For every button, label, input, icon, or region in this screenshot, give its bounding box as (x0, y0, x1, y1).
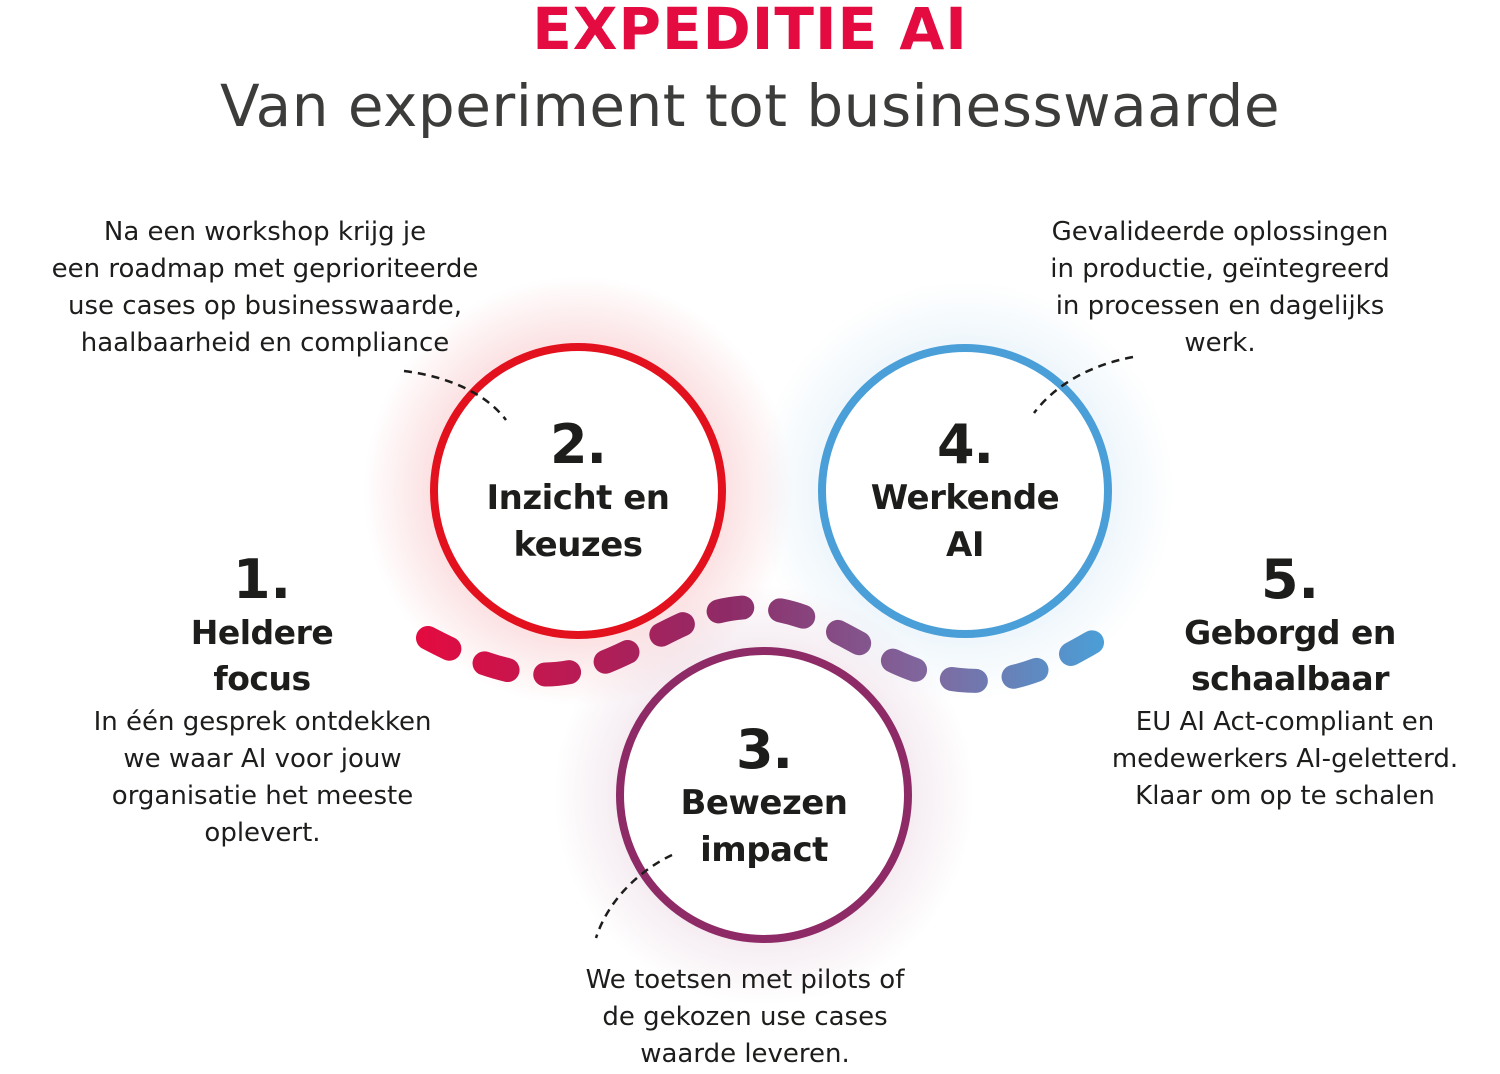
step2-callout-line (403, 369, 507, 421)
step4-title-line1: Werkende (870, 478, 1060, 518)
step4-title-line2: AI (946, 525, 984, 565)
step4-label: 4. Werkende AI (835, 415, 1095, 569)
step2-description: Na een workshop krijg je een roadmap met… (51, 217, 479, 358)
step3-callout-line (594, 853, 673, 939)
step4-callout-line (1033, 355, 1134, 414)
step3-ring (616, 647, 912, 943)
step1-number: 1. (232, 548, 292, 611)
step5-description: EU AI Act-compliant en medewerkers AI-ge… (1111, 707, 1459, 811)
step5-number: 5. (1260, 548, 1320, 611)
step3-title-line1: Bewezen (680, 783, 849, 823)
step5-label: 5. Geborgd en schaalbaar (1110, 550, 1470, 702)
step3-number: 3. (735, 718, 793, 781)
step3-description: We toetsen met pilots of de gekozen use … (585, 965, 905, 1069)
step4-number: 4. (936, 413, 994, 476)
step1-title-line1: Heldere (190, 613, 334, 652)
step2-title-line1: Inzicht en (486, 478, 670, 518)
step2-label: 2. Inzicht en keuzes (448, 415, 708, 569)
step4-ring (818, 344, 1112, 638)
step2-title-line2: keuzes (513, 525, 643, 565)
step5-title-line2: schaalbaar (1191, 659, 1389, 698)
page-title: EXPEDITIE AI (532, 0, 968, 63)
page-subtitle: Van experiment tot businesswaarde (219, 72, 1281, 140)
step3-label: 3. Bewezen impact (634, 720, 894, 874)
step2-number: 2. (549, 413, 607, 476)
step4-description: Gevalideerde oplossingen in productie, g… (1050, 217, 1390, 358)
step1-title-line2: focus (213, 659, 311, 698)
step5-title-line1: Geborgd en (1184, 613, 1396, 652)
step1-description: In één gesprek ontdekken we waar AI voor… (93, 707, 432, 848)
step1-label: 1. Heldere focus (112, 550, 412, 702)
step3-title-line2: impact (700, 830, 828, 870)
journey-wave-dashed-path (416, 595, 1110, 693)
